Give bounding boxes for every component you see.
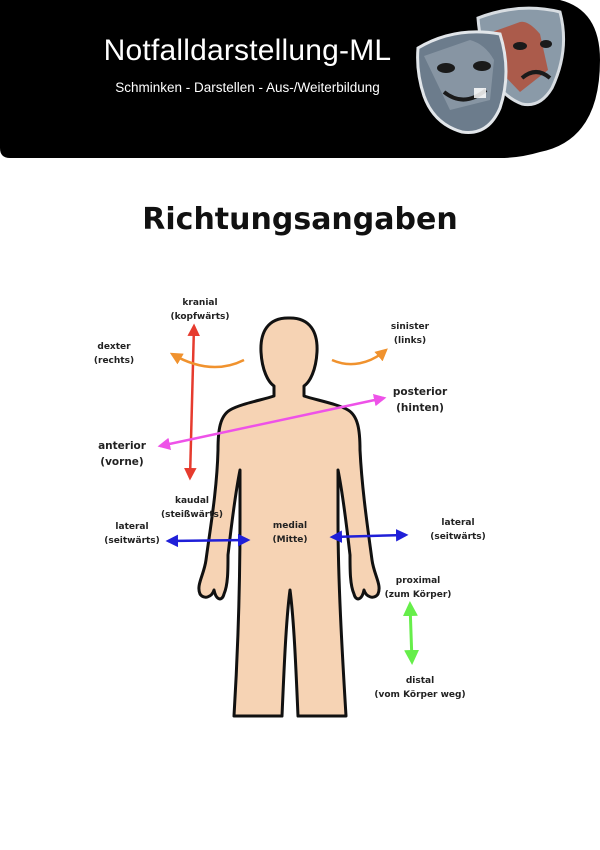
brand-title: Notfalldarstellung-ML: [103, 34, 392, 67]
label-lateral-left: lateral(seitwärts): [104, 522, 160, 546]
label-kranial: kranial(kopfwärts): [170, 298, 230, 322]
lateral-left-arrow: [165, 533, 251, 548]
label-medial: medial(Mitte): [272, 521, 308, 545]
proximal-distal-arrow: [402, 601, 420, 665]
lateral-right-arrow: [329, 529, 409, 543]
anterior-posterior-arrow: [157, 393, 387, 451]
header-background: [0, 0, 600, 158]
label-lateral-right: lateral(seitwärts): [430, 518, 486, 542]
body-silhouette: [197, 316, 381, 718]
label-sinister: sinister(links): [390, 322, 430, 346]
label-dexter: dexter(rechts): [93, 342, 135, 366]
label-anterior: anterior(vorne): [98, 440, 146, 468]
header-banner: Notfalldarstellung-ML Schminken - Darste…: [0, 0, 600, 158]
page-title: Richtungsangaben: [142, 202, 458, 237]
brand-tagline: Schminken - Darstellen - Aus-/Weiterbild…: [115, 80, 380, 95]
label-distal: distal(vom Körper weg): [374, 676, 466, 700]
dexter-arrow: [169, 352, 245, 369]
label-kaudal: kaudal(steißwärts): [160, 496, 224, 520]
cranial-caudal-arrow: [184, 323, 200, 481]
label-posterior: posterior(hinten): [392, 386, 448, 414]
theater-masks-icon: [416, 6, 566, 134]
label-proximal: proximal(zum Körper): [384, 576, 452, 600]
sinister-arrow: [331, 348, 388, 366]
